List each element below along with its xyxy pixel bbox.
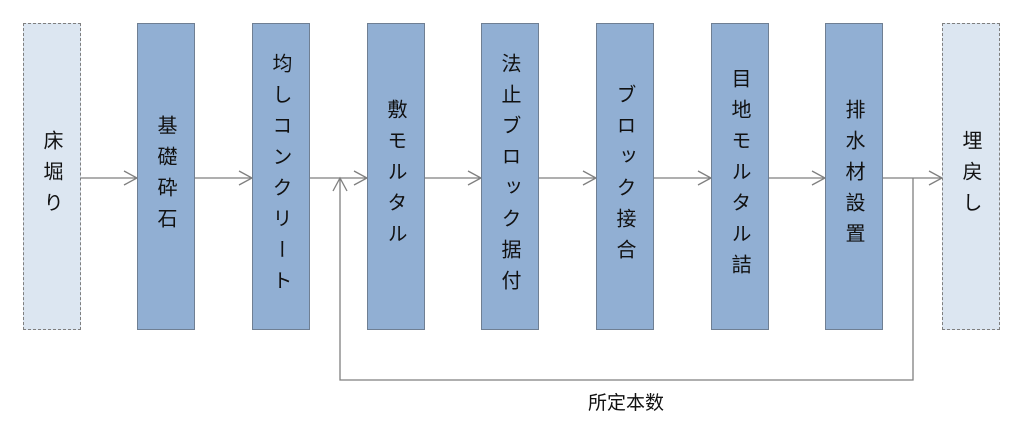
step-label: 均しコンクリート bbox=[269, 52, 293, 301]
loop-label: 所定本数 bbox=[587, 392, 664, 414]
loop-back-line bbox=[339, 178, 914, 381]
step-label: 排水材設置 bbox=[842, 99, 866, 254]
step-label: 目地モルタル詰 bbox=[728, 68, 752, 285]
step-label: ブロック接合 bbox=[613, 83, 637, 270]
step-excavation: 床堀り bbox=[23, 23, 81, 330]
step-backfill: 埋戻し bbox=[942, 23, 1000, 330]
step-block-installation: 法止ブロック据付 bbox=[481, 23, 539, 330]
arrow-head-icon bbox=[332, 176, 348, 192]
step-joint-mortar: 目地モルタル詰 bbox=[711, 23, 769, 330]
step-foundation-gravel: 基礎砕石 bbox=[137, 23, 195, 330]
step-label: 法止ブロック据付 bbox=[498, 52, 522, 301]
step-label: 埋戻し bbox=[959, 130, 983, 223]
step-label: 床堀り bbox=[40, 130, 64, 223]
step-bed-mortar: 敷モルタル bbox=[367, 23, 425, 330]
step-label: 基礎砕石 bbox=[154, 114, 178, 239]
step-label: 敷モルタル bbox=[384, 99, 408, 254]
step-block-joining: ブロック接合 bbox=[596, 23, 654, 330]
step-leveling-concrete: 均しコンクリート bbox=[252, 23, 310, 330]
step-drainage-material: 排水材設置 bbox=[825, 23, 883, 330]
